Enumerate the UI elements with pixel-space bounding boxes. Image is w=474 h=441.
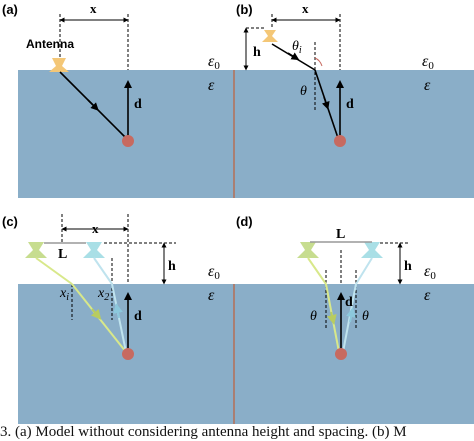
panel-c-eps: ε bbox=[208, 287, 215, 304]
panel-a-x-label: x bbox=[90, 1, 97, 16]
panel-a-ray-arrow bbox=[87, 99, 99, 111]
panel-c-eps0: ε0 bbox=[208, 263, 220, 282]
panel-d: (d) L h d θ θ ε0 ε bbox=[236, 214, 436, 360]
panel-b-eps: ε bbox=[424, 77, 431, 94]
panel-d-ray-green-arrow bbox=[326, 311, 337, 325]
antenna-icon bbox=[49, 58, 69, 72]
panel-c: (c) L x h xi x2 d bbox=[2, 214, 220, 360]
panel-b-ray-air-arrow bbox=[287, 52, 300, 61]
panel-c-d-label: d bbox=[134, 309, 142, 324]
panel-b-eps0: ε0 bbox=[422, 53, 434, 72]
panel-a-target bbox=[122, 135, 134, 147]
panel-b-theta-i: θi bbox=[292, 39, 302, 56]
panel-c-antenna-green-icon bbox=[25, 242, 47, 258]
panel-b-h-label: h bbox=[253, 45, 261, 60]
figure-caption: 3. (a) Model without considering antenna… bbox=[0, 424, 407, 440]
water-bottom bbox=[18, 284, 474, 424]
panel-c-h-label: h bbox=[168, 259, 176, 274]
panel-b-angle-arc bbox=[314, 57, 323, 67]
panel-c-antenna-cyan-icon bbox=[83, 242, 105, 258]
water-top bbox=[18, 70, 474, 198]
panel-c-x2-label: x2 bbox=[97, 286, 109, 303]
panel-d-ray-cyan-air bbox=[355, 257, 373, 285]
panel-d-h-label: h bbox=[404, 259, 412, 274]
panel-c-ray-cyan-air bbox=[93, 257, 113, 285]
panel-d-ray-cyan-arrow bbox=[346, 307, 356, 323]
panel-b: (b) h x θi θ d ε0 ε bbox=[236, 1, 434, 147]
panel-a-antenna-label: Antenna bbox=[26, 37, 74, 51]
panel-c-ray-cyan-arrow bbox=[113, 303, 123, 319]
panel-d-ray-cyan-water bbox=[342, 283, 357, 353]
panel-a-d-label: d bbox=[134, 97, 142, 112]
panel-b-theta: θ bbox=[300, 84, 307, 99]
panel-b-d-label: d bbox=[346, 97, 354, 112]
panel-c-xi-label: xi bbox=[59, 286, 69, 303]
panel-d-target bbox=[335, 348, 347, 360]
panel-b-target bbox=[334, 135, 346, 147]
panel-a: (a) Antenna x d bbox=[2, 1, 142, 147]
panel-c-target bbox=[122, 348, 134, 360]
panel-d-L-label: L bbox=[336, 227, 345, 242]
panel-d-theta-left: θ bbox=[310, 309, 317, 324]
panel-b-ray-water-arrow bbox=[321, 96, 330, 110]
figure-canvas: (a) Antenna x d (b) h x bbox=[2, 1, 474, 424]
panel-c-x-label: x bbox=[92, 221, 99, 236]
panel-a-eps0: ε0 bbox=[208, 53, 220, 72]
panel-b-x-label: x bbox=[302, 1, 309, 16]
panel-d-eps0: ε0 bbox=[424, 263, 436, 282]
panel-c-tag: (c) bbox=[2, 214, 18, 229]
panel-b-antenna-icon bbox=[262, 30, 278, 42]
panel-a-tag: (a) bbox=[2, 2, 18, 17]
panel-d-antenna-cyan-icon bbox=[361, 242, 383, 258]
panel-d-eps: ε bbox=[424, 287, 431, 304]
panel-d-tag: (d) bbox=[236, 214, 253, 229]
panel-d-ray-green-air bbox=[307, 257, 327, 285]
panel-d-d-label: d bbox=[345, 295, 353, 310]
panel-c-ray-green-arrow bbox=[90, 308, 102, 320]
panel-a-eps: ε bbox=[208, 77, 215, 94]
panel-c-L-label: L bbox=[58, 247, 67, 262]
panel-b-tag: (b) bbox=[236, 2, 253, 17]
panel-c-ray-green-air bbox=[35, 257, 73, 285]
panel-d-antenna-green-icon bbox=[297, 242, 319, 258]
panel-d-theta-right: θ bbox=[362, 309, 369, 324]
